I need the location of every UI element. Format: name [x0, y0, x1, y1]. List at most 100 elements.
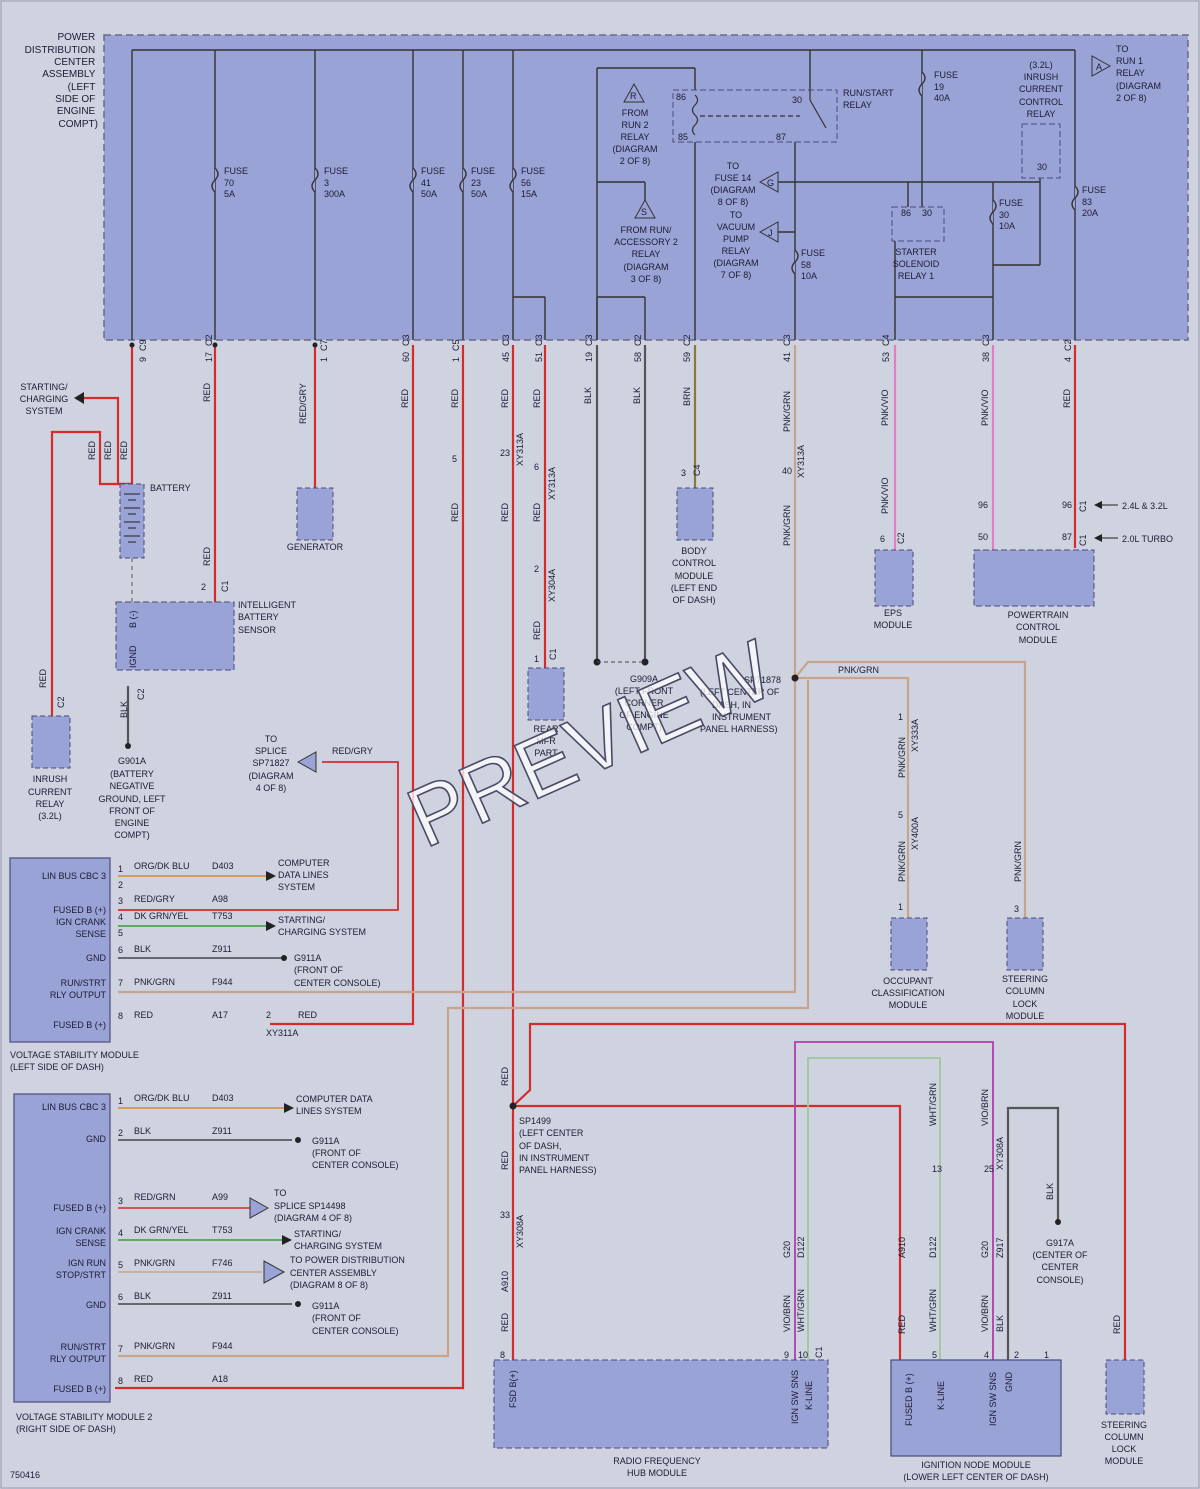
vsm2-color-6: BLK	[134, 1291, 151, 1301]
label-brn: BRN	[682, 387, 692, 406]
label-red-rf-hub: RED	[500, 1312, 510, 1332]
vsm2-pin-3: 3	[118, 1196, 123, 1206]
pin-13: 13	[932, 1164, 942, 1174]
vsm1-pin-8: 8	[118, 1011, 123, 1021]
rf-c1: C1	[814, 1346, 824, 1358]
vsm1-circuit-1: D403	[212, 861, 234, 871]
g901a-ground-icon	[125, 743, 131, 749]
vsm2-color-8: RED	[134, 1374, 154, 1384]
vsm2-ground-6-icon	[295, 1301, 301, 1307]
wire-vsm2-fused-b	[115, 345, 465, 1390]
label-pnk-vio-38: PNK/VIO	[980, 389, 990, 426]
xy313a-2: XY313A	[547, 467, 557, 500]
vsm2-ground-2-icon	[295, 1137, 301, 1143]
ignition-node-module	[890, 1359, 1062, 1457]
ign-node-pin-kline: K-LINE	[936, 1381, 946, 1410]
label-pnk-grn-occ-2: PNK/GRN	[897, 841, 907, 882]
vsm2-label-rly-output: RLY OUTPUT	[50, 1354, 107, 1364]
vsm1-circuit-7: F944	[212, 977, 233, 987]
pin-5-occ: 5	[898, 810, 903, 820]
vsm2-pin-1: 1	[118, 1096, 123, 1106]
eps-module	[874, 549, 914, 607]
conn-label-19-C3: 19C3	[584, 334, 594, 362]
pin-2-ign: 2	[1014, 1350, 1019, 1360]
vsm2-arrow-4-icon	[282, 1235, 292, 1245]
vsm1-circuit-4: T753	[212, 911, 233, 921]
label-vio-brn-rf: VIO/BRN	[782, 1295, 792, 1332]
pin-3-bcm: 3	[681, 468, 686, 478]
pcm-variant-20-turbo: 2.0L TURBO	[1122, 534, 1173, 544]
vsm2-label-stop-strt: STOP/STRT	[56, 1270, 107, 1280]
ref-J-icon	[758, 221, 779, 243]
label-blk-g917a: BLK	[1045, 1183, 1055, 1200]
vsm1-pin-7: 7	[118, 978, 123, 988]
pin-10-rf: 10	[798, 1350, 808, 1360]
vsm2-label-ign-run: IGN RUN	[68, 1258, 106, 1268]
occupant-classification-module	[890, 917, 928, 971]
vsm2-color-2: BLK	[134, 1126, 151, 1136]
pcm-variant-arrow-2-icon	[1094, 534, 1102, 542]
ign-node-pin-ign: IGN SW SNS	[988, 1372, 998, 1426]
conn-label-C9: 9C9	[138, 339, 148, 362]
wires	[50, 345, 1127, 1390]
splice-sp1499	[509, 1102, 517, 1110]
pin-3-scl: 3	[1014, 904, 1019, 914]
vsm1-label-fused-b: FUSED B (+)	[53, 905, 106, 915]
vsm2-pin-8: 8	[118, 1376, 123, 1386]
vsm2-label-sense: SENSE	[75, 1238, 106, 1248]
ref-A-sym: A	[1096, 62, 1102, 72]
label-red-ibs: RED	[202, 546, 212, 566]
vsm1-color-4: DK GRN/YEL	[134, 911, 189, 921]
circuit-g20-ign: G20	[980, 1241, 990, 1258]
vsm2-label-ign-crank: IGN CRANK	[56, 1226, 106, 1236]
label-blk-gnd: BLK	[995, 1315, 1005, 1332]
vsm1-pin-5: 5	[118, 928, 123, 938]
label-wht-grn-ign-top: WHT/GRN	[928, 1083, 938, 1126]
wire-color-labels: RED RED/GRY RED RED RED RED BLK BLK BRN …	[38, 382, 1122, 1334]
circuit-a910-ign: A910	[897, 1237, 907, 1258]
pin-96: 96	[978, 500, 988, 510]
pin-9-rf: 9	[784, 1350, 789, 1360]
vsm2-rows: LIN BUS CBC 3 GND FUSED B (+) IGN CRANK …	[42, 1093, 405, 1394]
conn-label-60-C3: 60C3	[401, 334, 411, 362]
xy308a-1: XY308A	[515, 1215, 525, 1248]
vsm1-circuit-3: A98	[212, 894, 228, 904]
pdc-internal-bus	[131, 49, 1076, 340]
label-red-sp1499-bot: RED	[500, 1150, 510, 1170]
label-red-ign-node: RED	[897, 1314, 907, 1334]
vsm1-dest-4: STARTING/CHARGING SYSTEM	[278, 915, 366, 937]
pcm-variant-24-32: 2.4L & 3.2L	[1122, 501, 1168, 511]
vsm2-pin-5: 5	[118, 1260, 123, 1270]
vsm2-dest-4: STARTING/CHARGING SYSTEM	[294, 1229, 382, 1251]
inrush-current-relay	[31, 715, 71, 769]
label-pnk-grn-scl: PNK/GRN	[1013, 841, 1023, 882]
ign-node-pin-fused-b: FUSED B (+)	[904, 1373, 914, 1426]
inline-connectors: XY313A XY313A XY304A XY313A XY333A XY400…	[56, 433, 1088, 1360]
wire-steering-column-lock	[794, 660, 1027, 918]
vsm2-circuit-6: Z911	[212, 1291, 232, 1301]
pin-96-pcm: 96	[1062, 500, 1072, 510]
label-wht-grn-ign: WHT/GRN	[928, 1289, 938, 1332]
vsm2-circuit-8: A18	[212, 1374, 228, 1384]
conn-label-17-C2: 17C2	[204, 334, 214, 362]
label-pnk-grn-occ-1: PNK/GRN	[897, 737, 907, 778]
inrush-c2: C2	[56, 696, 66, 708]
starting-charging-arrow-icon	[74, 392, 84, 404]
wire-g917a	[1006, 1106, 1060, 1360]
vsm2-circuit-7: F944	[212, 1341, 233, 1351]
xy311a: XY311A	[266, 1028, 298, 1038]
wire-ign-node-feed	[513, 1104, 902, 1360]
generator	[296, 487, 334, 541]
circuit-a910-rf: A910	[500, 1271, 510, 1292]
vsm1-label-fused-b-8: FUSED B (+)	[53, 1020, 106, 1030]
